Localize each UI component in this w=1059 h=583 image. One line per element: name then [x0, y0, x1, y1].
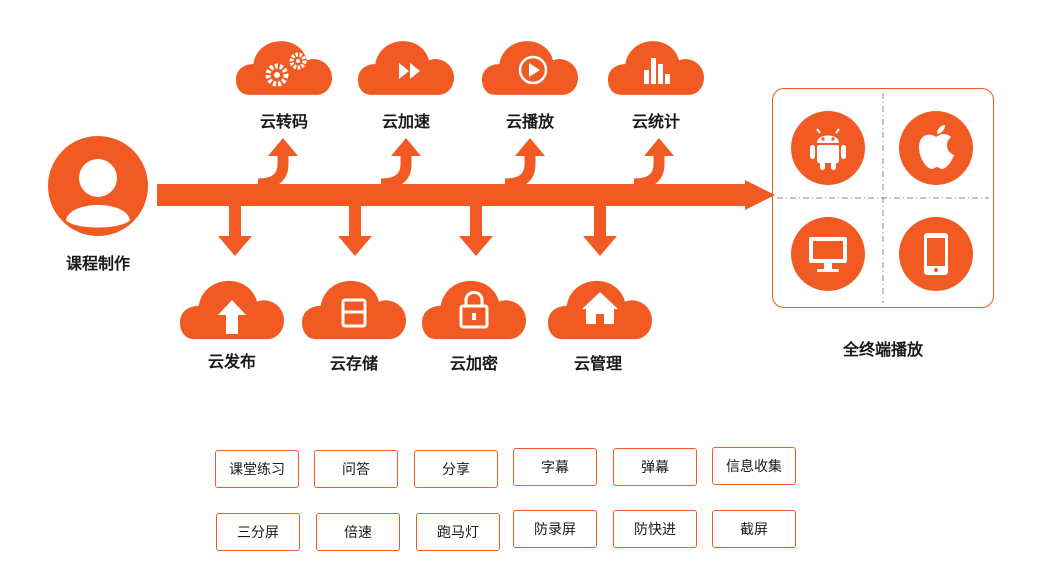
platform-dividers — [777, 93, 989, 303]
down-branch-4 — [583, 204, 617, 256]
feature-tag: 课堂练习 — [215, 450, 299, 488]
feature-tag: 防录屏 — [513, 510, 597, 548]
top-service-label-4: 云统计 — [631, 112, 680, 131]
source-label: 课程制作 — [65, 254, 130, 273]
upload-arrow-icon — [180, 280, 284, 340]
android-icon — [791, 111, 865, 185]
feature-tag: 字幕 — [513, 448, 597, 486]
feature-tag: 问答 — [314, 450, 398, 488]
feature-tag: 分享 — [414, 450, 498, 488]
fast-forward-icon — [358, 41, 454, 95]
monitor-icon — [791, 217, 865, 291]
up-branch-2 — [380, 138, 421, 190]
bottom-service-label-3: 云加密 — [449, 354, 498, 373]
target-label: 全终端播放 — [842, 340, 923, 359]
lock-icon — [422, 280, 526, 340]
play-icon — [482, 41, 578, 95]
home-icon — [548, 280, 652, 340]
feature-tag: 弹幕 — [613, 448, 697, 486]
up-branch-4 — [633, 138, 674, 190]
top-service-label-3: 云播放 — [505, 112, 554, 131]
bottom-service-label-2: 云存储 — [329, 354, 378, 373]
top-service-label-1: 云转码 — [259, 112, 308, 131]
feature-tag: 倍速 — [316, 513, 400, 551]
user-icon — [48, 136, 148, 236]
storage-icon — [302, 280, 406, 340]
tablet-icon — [899, 217, 973, 291]
up-branch-3 — [504, 138, 545, 190]
bar-chart-icon — [608, 41, 704, 95]
up-branch-1 — [257, 138, 298, 190]
feature-tag: 截屏 — [712, 510, 796, 548]
feature-tag: 三分屏 — [216, 513, 300, 551]
bottom-service-label-4: 云管理 — [573, 354, 622, 373]
feature-tag: 防快进 — [613, 510, 697, 548]
feature-tag: 信息收集 — [712, 447, 796, 485]
bottom-service-label-1: 云发布 — [207, 352, 256, 371]
down-branch-1 — [218, 204, 252, 256]
down-branch-3 — [459, 204, 493, 256]
platform-box — [772, 88, 994, 308]
top-service-label-2: 云加速 — [381, 112, 430, 131]
apple-icon — [899, 111, 973, 185]
down-branch-2 — [338, 204, 372, 256]
feature-tag: 跑马灯 — [416, 513, 500, 551]
main-arrow — [157, 180, 775, 210]
gears-icon — [236, 41, 332, 95]
